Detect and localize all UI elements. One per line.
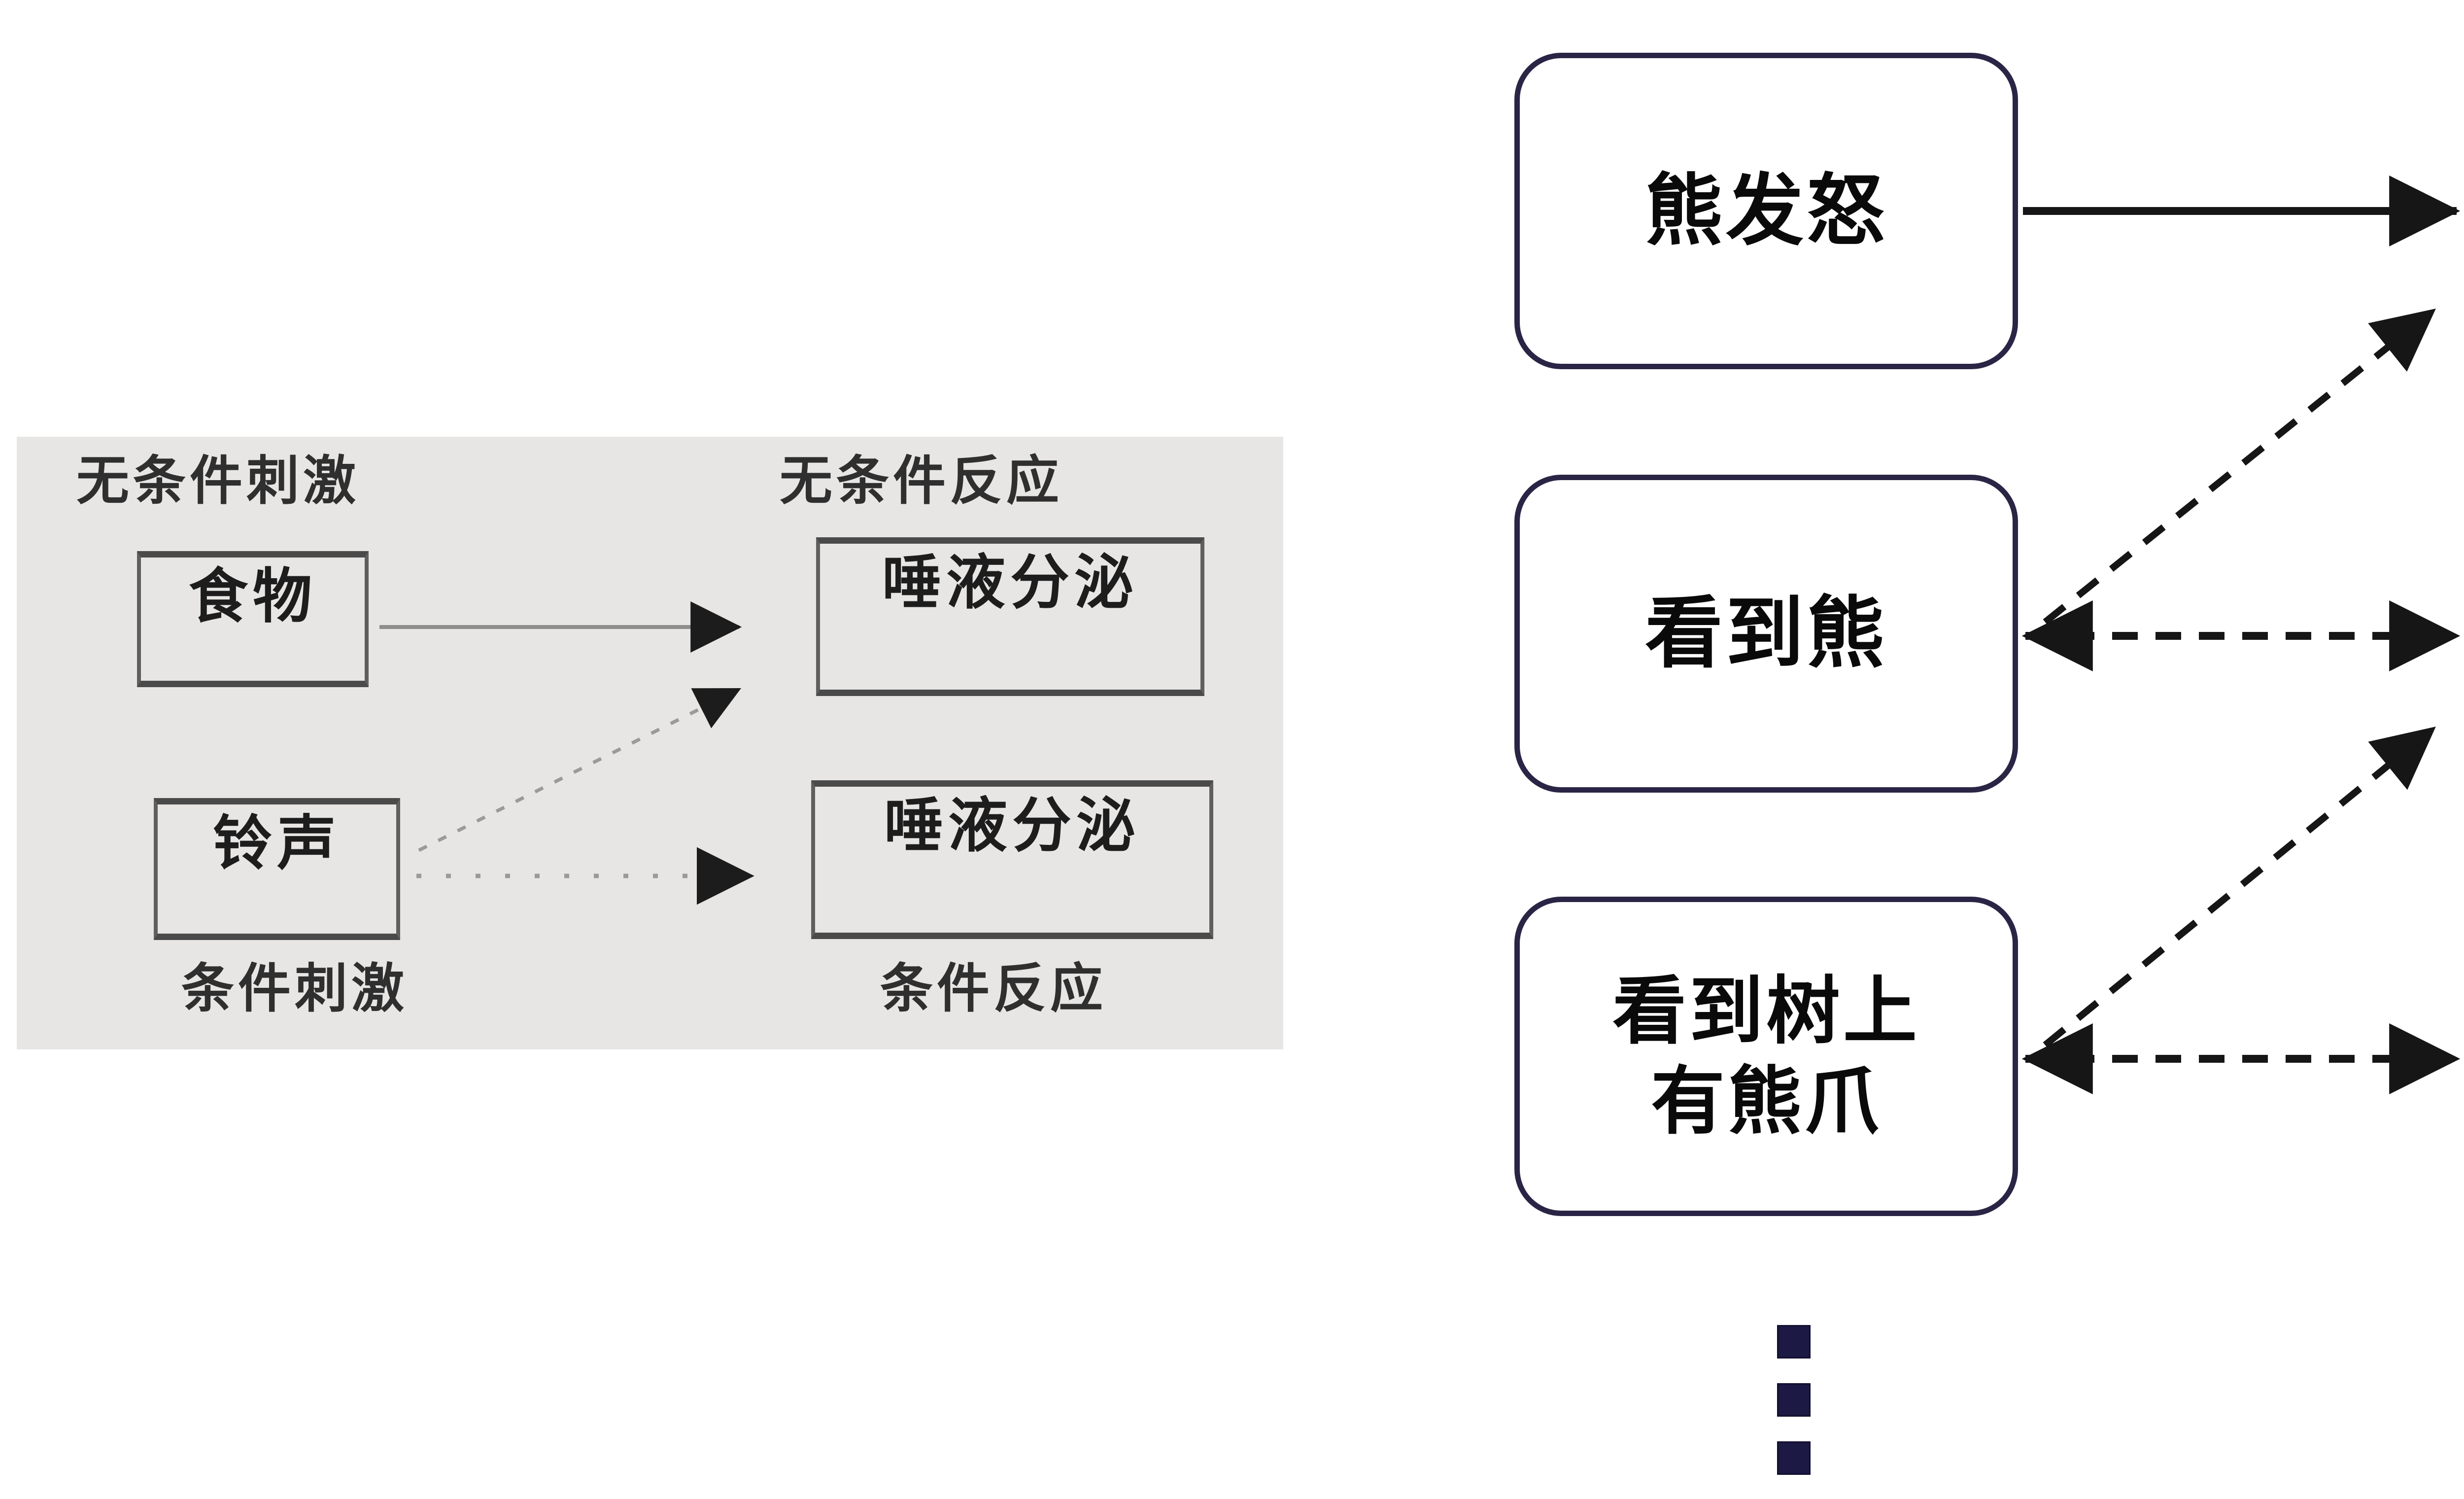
see-bear-to-reward-dashed-arrow bbox=[2043, 308, 2436, 625]
label-conditioned-stimulus: 条件刺激 bbox=[181, 959, 409, 1018]
salivation-top-label: 唾液分泌 bbox=[882, 550, 1138, 616]
see-claw-line2: 有熊爪 bbox=[1650, 1060, 1882, 1143]
food-box-label: 食物 bbox=[189, 563, 317, 629]
salivation-bottom-label: 唾液分泌 bbox=[884, 793, 1140, 859]
bell-box: 铃声 bbox=[154, 798, 400, 940]
label-unconditioned-response: 无条件反应 bbox=[780, 451, 1063, 510]
bell-box-label: 铃声 bbox=[213, 810, 341, 876]
see-claw-label: 看到树上 有熊爪 bbox=[1612, 966, 1920, 1147]
food-box: 食物 bbox=[137, 551, 369, 687]
ellipsis-navy-dot-3 bbox=[1777, 1441, 1811, 1475]
see-bear-label: 看到熊 bbox=[1645, 590, 1887, 677]
bear-angry-label: 熊发怒 bbox=[1645, 167, 1887, 254]
ellipsis-navy-dot-2 bbox=[1777, 1383, 1811, 1417]
see-claw-line1: 看到树上 bbox=[1612, 970, 1920, 1052]
bear-angry-box: 熊发怒 bbox=[1514, 53, 2018, 369]
see-bear-box: 看到熊 bbox=[1514, 475, 2018, 793]
bell-to-salivation-diagonal-dashed-arrow bbox=[418, 687, 742, 852]
label-conditioned-response: 条件反应 bbox=[880, 959, 1107, 1018]
ellipsis-navy-dot-1 bbox=[1777, 1325, 1811, 1359]
label-unconditioned-stimulus: 无条件刺激 bbox=[76, 451, 360, 510]
see-claw-box: 看到树上 有熊爪 bbox=[1514, 897, 2018, 1216]
salivation-box-top: 唾液分泌 bbox=[816, 537, 1204, 696]
salivation-box-bottom: 唾液分泌 bbox=[811, 780, 1213, 939]
see-claw-to-value-sprime-dashed-arrow bbox=[2043, 726, 2436, 1048]
